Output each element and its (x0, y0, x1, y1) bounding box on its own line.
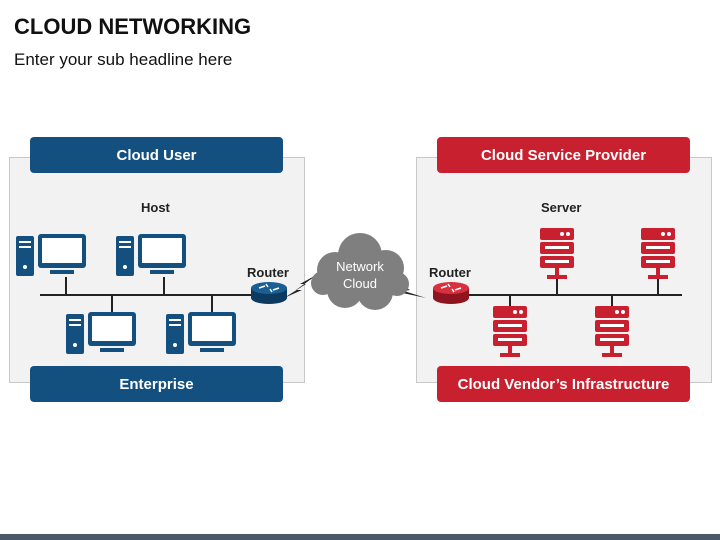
cloud-vendor-infrastructure-banner: Cloud Vendor’s Infrastructure (437, 366, 690, 402)
desktop-computer-icon (116, 234, 186, 276)
router-label-right: Router (429, 265, 471, 280)
cloud-user-banner: Cloud User (30, 137, 283, 173)
lightning-link-icon-left (284, 274, 318, 298)
network-cloud-line2: Cloud (343, 276, 377, 291)
network-cloud-line1: Network (336, 259, 384, 274)
server-rack-icon (641, 228, 675, 279)
page-title: CLOUD NETWORKING (14, 14, 252, 39)
network-cloud-label: Network Cloud (318, 258, 402, 292)
cloud-provider-panel (416, 157, 712, 383)
desktop-computer-icon (16, 234, 86, 276)
server-rack-icon (493, 306, 527, 357)
footer-bar (0, 534, 720, 540)
router-label-left: Router (247, 265, 289, 280)
desktop-computer-icon (166, 312, 236, 354)
cloud-icon (311, 233, 409, 310)
desktop-computer-icon (66, 312, 136, 354)
server-label: Server (541, 200, 582, 215)
host-label: Host (141, 200, 170, 215)
page-subtitle: Enter your sub headline here (14, 50, 233, 69)
cloud-service-provider-banner: Cloud Service Provider (437, 137, 690, 173)
router-icon-right (433, 282, 469, 304)
server-rack-icon (540, 228, 574, 279)
router-icon-left (251, 282, 287, 304)
enterprise-banner: Enterprise (30, 366, 283, 402)
server-rack-icon (595, 306, 629, 357)
